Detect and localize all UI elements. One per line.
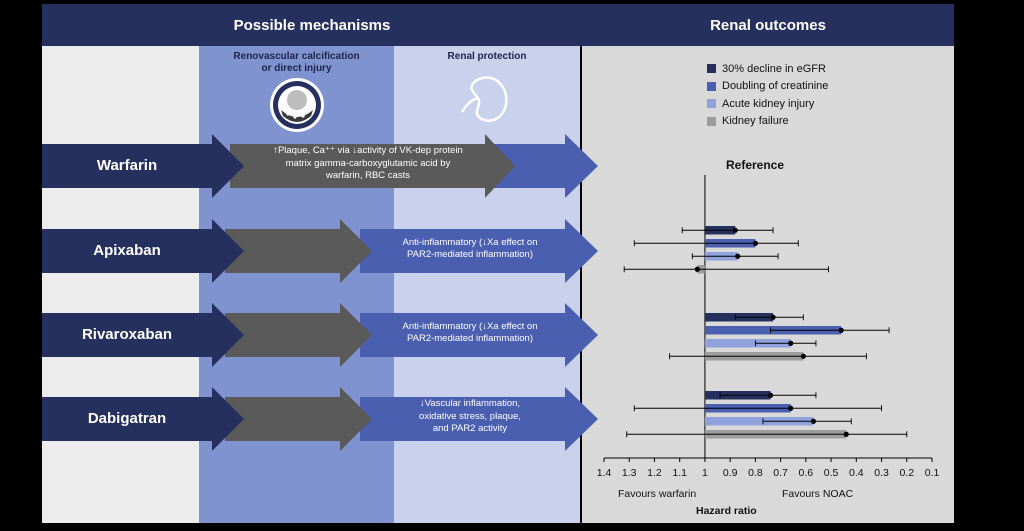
protection-column xyxy=(394,46,580,523)
mechanisms-header: Possible mechanisms xyxy=(42,4,582,46)
x-tick-label: 0.8 xyxy=(748,467,763,479)
legend-item: Acute kidney injury xyxy=(707,95,828,113)
drug-column xyxy=(42,46,199,523)
legend-label: 30% decline in eGFR xyxy=(722,62,826,75)
calcification-arrow xyxy=(225,219,372,283)
mechanism-text: ↓Vascular inflammation, oxidative stress… xyxy=(419,398,521,435)
x-tick-label: 1.1 xyxy=(672,467,687,479)
hr-point xyxy=(800,353,806,359)
hr-point xyxy=(788,405,794,411)
reference-label: Reference xyxy=(726,158,785,172)
x-tick-label: 0.3 xyxy=(874,467,889,479)
x-tick-label: 0.7 xyxy=(773,467,788,479)
hr-point xyxy=(838,327,844,333)
protection-title: Renal protection xyxy=(447,51,527,62)
x-tick-label: 1 xyxy=(702,467,708,479)
hr-point xyxy=(752,240,758,246)
legend-label: Acute kidney injury xyxy=(722,97,815,110)
legend-swatch xyxy=(707,81,716,91)
hr-point xyxy=(694,266,700,272)
x-tick-label: 1.3 xyxy=(622,467,637,479)
calcified-vessel-icon xyxy=(270,78,324,132)
drug-arrow xyxy=(42,134,244,198)
outcomes-title: Renal outcomes xyxy=(710,16,826,34)
x-tick-label: 1.2 xyxy=(647,467,662,479)
drug-arrow xyxy=(42,387,244,451)
protection-arrow xyxy=(360,303,598,367)
calcification-arrow xyxy=(230,134,515,198)
legend-label: Doubling of creatinine xyxy=(722,80,829,93)
hr-point xyxy=(843,431,849,437)
hr-point xyxy=(732,227,738,233)
legend-item: 30% decline in eGFR xyxy=(707,60,828,78)
mechanism-text: Anti-inflammatory (↓Xa effect on PAR2-me… xyxy=(402,236,538,261)
x-tick-label: 1.4 xyxy=(597,467,612,479)
legend-swatch xyxy=(707,64,716,74)
drug-label: Apixaban xyxy=(93,242,161,259)
x-tick-label: 0.4 xyxy=(849,467,864,479)
calcification-title: Renovascular calcification or direct inj… xyxy=(233,51,360,74)
x-axis-title: Hazard ratio xyxy=(696,505,757,517)
mechanisms-title: Possible mechanisms xyxy=(233,16,391,34)
x-tick-label: 0.1 xyxy=(925,467,940,479)
calcification-arrow xyxy=(225,303,372,367)
legend-item: Doubling of creatinine xyxy=(707,78,828,96)
favours-warfarin-label: Favours warfarin xyxy=(618,488,697,500)
mechanism-text: Anti-inflammatory (↓Xa effect on PAR2-me… xyxy=(402,320,538,345)
drug-label: Dabigatran xyxy=(87,410,167,427)
favours-noac-label: Favours NOAC xyxy=(782,488,854,500)
protection-arrow xyxy=(360,219,598,283)
legend-label: Kidney failure xyxy=(722,115,789,128)
legend-swatch xyxy=(707,99,716,109)
hr-point xyxy=(810,418,817,424)
drug-label: Warfarin xyxy=(96,157,158,174)
legend: 30% decline in eGFR Doubling of creatini… xyxy=(707,60,828,130)
outcomes-header: Renal outcomes xyxy=(582,4,954,46)
kidney-icon xyxy=(460,76,508,122)
legend-item: Kidney failure xyxy=(707,113,828,131)
mechanism-text: ↑Plaque, Ca⁺⁺ via ↓activity of VK-dep pr… xyxy=(273,145,463,182)
x-tick-label: 0.5 xyxy=(824,467,839,479)
hr-point xyxy=(770,314,776,320)
drug-label: Rivaroxaban xyxy=(81,326,173,343)
outcomes-panel xyxy=(582,46,954,523)
protection-arrow xyxy=(360,387,598,451)
drug-arrow xyxy=(42,219,244,283)
x-tick-label: 0.6 xyxy=(799,467,814,479)
x-tick-label: 0.9 xyxy=(723,467,738,479)
x-tick-label: 0.2 xyxy=(899,467,914,479)
hr-bar xyxy=(704,339,791,348)
hr-point xyxy=(767,392,774,398)
hr-point xyxy=(788,340,794,346)
drug-arrow xyxy=(42,303,244,367)
hr-bar xyxy=(704,417,814,426)
calcification-arrow xyxy=(225,387,372,451)
hr-point xyxy=(735,253,741,259)
legend-swatch xyxy=(707,116,716,126)
